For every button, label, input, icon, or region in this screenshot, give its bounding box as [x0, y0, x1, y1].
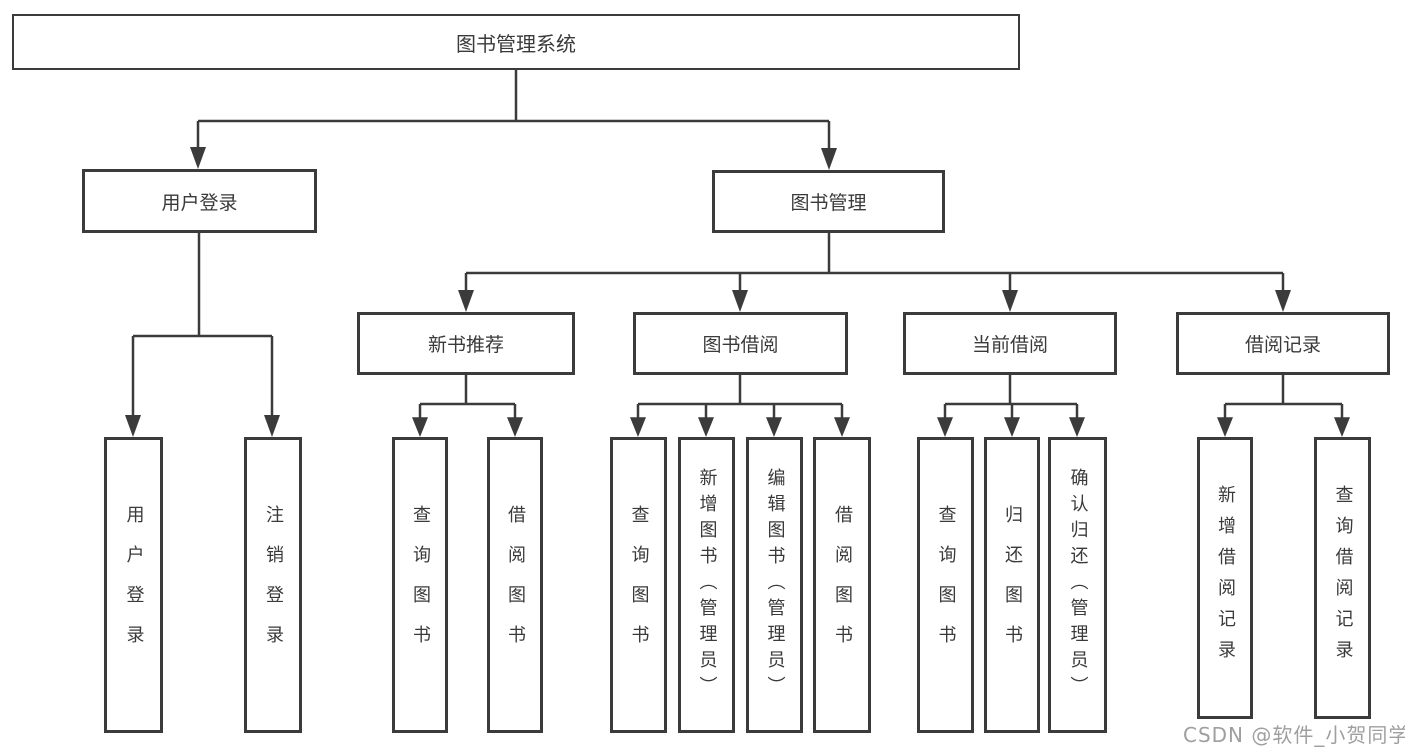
node-leaf-logout: 注销登录	[244, 437, 302, 733]
watermark: CSDN @软件_小贺同学	[1183, 723, 1405, 747]
node-borrow-records: 借阅记录	[1176, 312, 1390, 375]
node-leaf-user-login: 用户登录	[104, 437, 163, 733]
node-leaf-add-book-admin: 新增图书（管理员）	[678, 437, 735, 733]
node-new-book-recommend: 新书推荐	[357, 312, 575, 375]
node-leaf-query-books-2: 查询图书	[610, 437, 667, 733]
node-leaf-query-books-3: 查询图书	[917, 437, 974, 733]
node-leaf-query-borrow-record: 查询借阅记录	[1314, 437, 1371, 719]
node-leaf-add-borrow-record: 新增借阅记录	[1197, 437, 1253, 719]
node-leaf-borrow-books-2: 借阅图书	[813, 437, 871, 733]
node-leaf-confirm-return-admin: 确认归还（管理员）	[1048, 437, 1107, 733]
node-root: 图书管理系统	[12, 14, 1020, 70]
node-book-management: 图书管理	[712, 170, 945, 233]
node-leaf-query-books-1: 查询图书	[392, 437, 448, 733]
node-book-borrow: 图书借阅	[633, 312, 848, 375]
node-leaf-return-book: 归还图书	[984, 437, 1040, 733]
node-user-login: 用户登录	[82, 169, 317, 233]
node-leaf-borrow-books-1: 借阅图书	[487, 437, 543, 733]
node-leaf-edit-book-admin: 编辑图书（管理员）	[746, 437, 803, 733]
node-current-borrow: 当前借阅	[903, 312, 1117, 375]
